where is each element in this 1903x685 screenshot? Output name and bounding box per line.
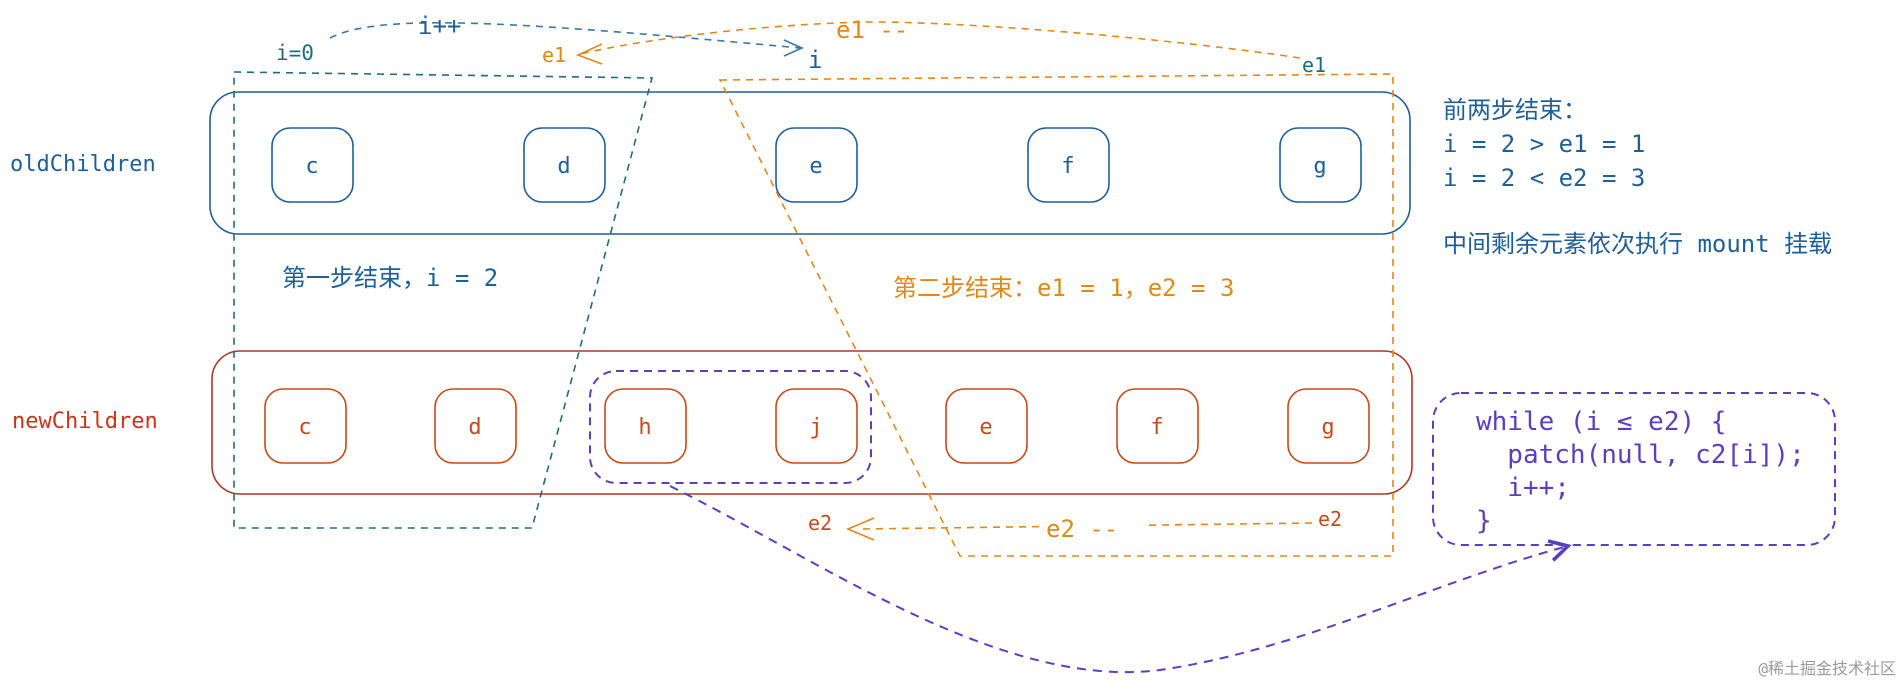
watermark: @稀土掘金技术社区 xyxy=(1758,659,1896,678)
e1-right-label: e1 xyxy=(1302,53,1326,77)
e1-decrement-label: e1 -- xyxy=(836,16,908,44)
e2-label-bg xyxy=(1040,512,1146,546)
e1-arrow-head xyxy=(575,43,603,65)
notes-line-3: i = 2 < e2 = 3 xyxy=(1443,164,1645,192)
old-node-e: e xyxy=(775,127,858,203)
new-node-f: f xyxy=(1116,388,1199,464)
e1-left-label: e1 xyxy=(542,43,566,67)
notes-line-2: i = 2 > e1 = 1 xyxy=(1443,130,1645,158)
notes-line-1: 前两步结束： xyxy=(1443,96,1587,124)
code-line-1: while (i ≤ e2) { xyxy=(1476,407,1726,437)
mount-region xyxy=(589,370,872,484)
new-node-c: c xyxy=(264,388,347,464)
i-pointer-label: i xyxy=(808,46,822,74)
old-node-f: f xyxy=(1027,127,1110,203)
new-node-label: j xyxy=(809,415,822,440)
new-children-label: newChildren xyxy=(12,409,158,434)
old-node-label: f xyxy=(1061,154,1074,179)
step1-region xyxy=(233,71,654,529)
i-start-label: i=0 xyxy=(276,41,314,65)
new-node-label: h xyxy=(638,415,651,440)
old-node-label: d xyxy=(557,154,570,179)
i-increment-arrow xyxy=(329,21,801,49)
notes-line-4: 中间剩余元素依次执行 mount 挂载 xyxy=(1443,230,1832,258)
old-node-label: c xyxy=(305,154,318,179)
step2-text: 第二步结束：e1 = 1，e2 = 3 xyxy=(893,274,1234,302)
new-node-d: d xyxy=(434,388,517,464)
new-node-e: e xyxy=(945,388,1028,464)
new-node-h: h xyxy=(604,388,687,464)
new-node-label: e xyxy=(979,415,992,440)
new-node-g: g xyxy=(1287,388,1370,464)
old-node-c: c xyxy=(271,127,354,203)
code-line-4: } xyxy=(1476,506,1492,536)
code-box xyxy=(1432,392,1836,546)
new-children-container xyxy=(211,350,1413,495)
e2-right-label: e2 xyxy=(1318,507,1342,531)
i-arrow-head xyxy=(783,39,804,57)
code-line-2: patch(null, c2[i]); xyxy=(1476,440,1805,470)
old-node-label: g xyxy=(1313,154,1326,179)
old-children-container xyxy=(209,91,1411,235)
code-line-3: i++; xyxy=(1476,473,1570,503)
old-node-g: g xyxy=(1279,127,1362,203)
new-node-j: j xyxy=(775,388,858,464)
old-children-label: oldChildren xyxy=(10,152,156,177)
new-node-label: d xyxy=(468,415,481,440)
old-node-d: d xyxy=(523,127,606,203)
new-node-label: c xyxy=(298,415,311,440)
i-increment-label: i++ xyxy=(418,12,461,40)
step1-text: 第一步结束，i = 2 xyxy=(282,264,498,292)
step2-region xyxy=(718,73,1394,557)
old-node-label: e xyxy=(809,154,822,179)
e2-left-label: e2 xyxy=(808,511,832,535)
e2-decrement-label: e2 -- xyxy=(1046,515,1118,543)
e1-decrement-arrow xyxy=(579,21,1301,59)
mount-flow-arrow xyxy=(669,485,1572,673)
e2-arrow-head xyxy=(845,517,875,541)
new-node-label: g xyxy=(1321,415,1334,440)
new-node-label: f xyxy=(1150,415,1163,440)
